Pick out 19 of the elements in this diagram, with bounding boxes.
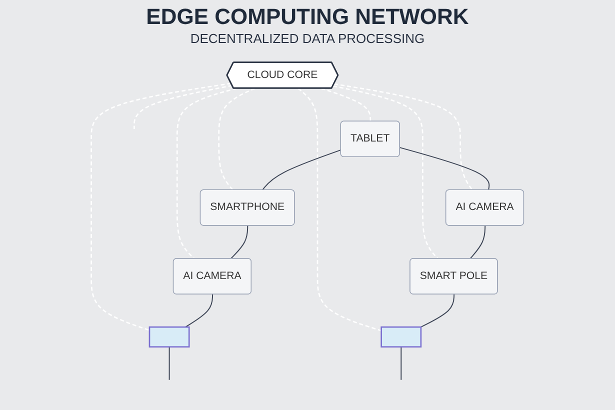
diagram-title: EDGE COMPUTING NETWORK: [146, 4, 469, 30]
node-picture: [148, 326, 190, 348]
subtitle-text: DECENTRALIZED DATA PROCESSING: [190, 31, 425, 46]
connector: [400, 346, 402, 380]
connector: [218, 88, 256, 190]
connector: [298, 88, 382, 332]
connector: [262, 149, 342, 191]
connector: [334, 83, 473, 190]
connector: [420, 294, 455, 328]
connector: [134, 84, 232, 129]
connector: [320, 88, 372, 122]
connector: [176, 88, 237, 260]
connector: [184, 294, 214, 328]
connector: [399, 147, 490, 191]
connector: [90, 82, 232, 331]
connector: [230, 225, 248, 260]
connector: [470, 225, 486, 260]
connector: [168, 346, 170, 380]
node-picture: [380, 326, 422, 348]
